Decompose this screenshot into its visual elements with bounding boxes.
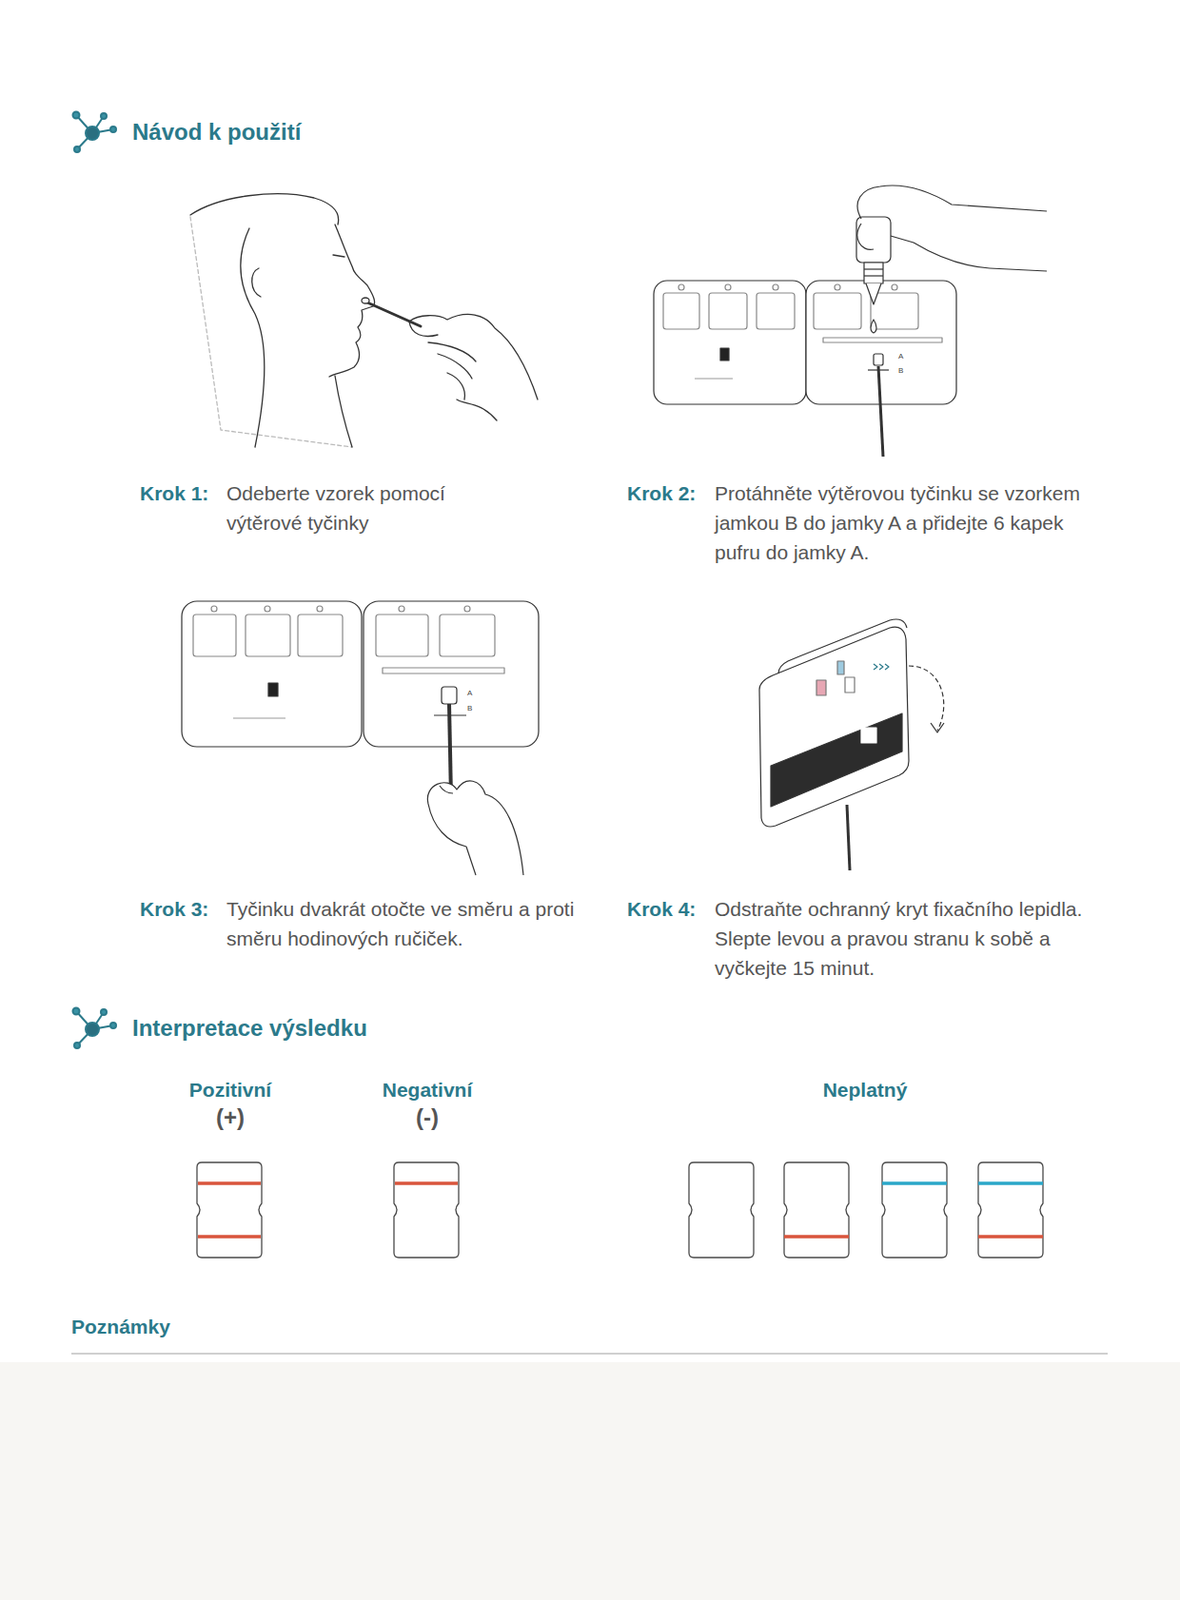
step-instruction: Protáhněte výtěrovou tyčinku se vzorkem … [714, 478, 1084, 568]
step-instruction: Odeberte vzorek pomocí výtěrové tyčinky [226, 478, 503, 538]
background-texture [0, 1362, 1180, 1600]
invalid-result-cards [688, 1162, 1043, 1259]
test-window-outline [196, 1162, 262, 1259]
step-number: Krok 1: [139, 478, 209, 509]
step3-illustration [181, 601, 539, 876]
notes-rule [71, 1354, 1108, 1356]
well-letter: B [898, 366, 904, 376]
result-heading: Neplatný [823, 1077, 908, 1104]
section-icon [73, 1008, 118, 1050]
result-sign: (-) [374, 1103, 481, 1133]
step-instruction: Odstraňte ochranný kryt fixačního lepidl… [714, 894, 1091, 984]
test-window [196, 1161, 265, 1261]
step-instruction: Tyčinku dvakrát otočte ve směru a proti … [226, 894, 584, 954]
result-sign: (+) [181, 1103, 279, 1133]
step1-illustration [190, 194, 538, 448]
result-line [197, 1235, 261, 1239]
section-heading: Interpretace výsledku [132, 1014, 368, 1043]
result-example: Negativní(-) [374, 1077, 481, 1261]
step-number: Krok 4: [627, 894, 696, 925]
section-heading: Návod k použití [132, 118, 301, 147]
well-letter: A [467, 688, 472, 699]
section-icon [73, 112, 118, 154]
step2-illustration [653, 185, 1047, 457]
step4-illustration [759, 619, 944, 871]
result-example: Pozitivní(+) [181, 1077, 279, 1261]
result-line [197, 1181, 261, 1186]
result-line [394, 1181, 458, 1186]
result-heading: Negativní [374, 1077, 481, 1104]
step-number: Krok 2: [627, 478, 696, 509]
test-window [393, 1161, 462, 1261]
result-heading: Pozitivní [181, 1077, 279, 1104]
step-number: Krok 3: [139, 894, 209, 925]
well-letter: B [467, 704, 472, 714]
well-letter: A [898, 352, 904, 362]
test-window-outline [393, 1162, 459, 1259]
notes-heading: Poznámky [71, 1314, 171, 1341]
